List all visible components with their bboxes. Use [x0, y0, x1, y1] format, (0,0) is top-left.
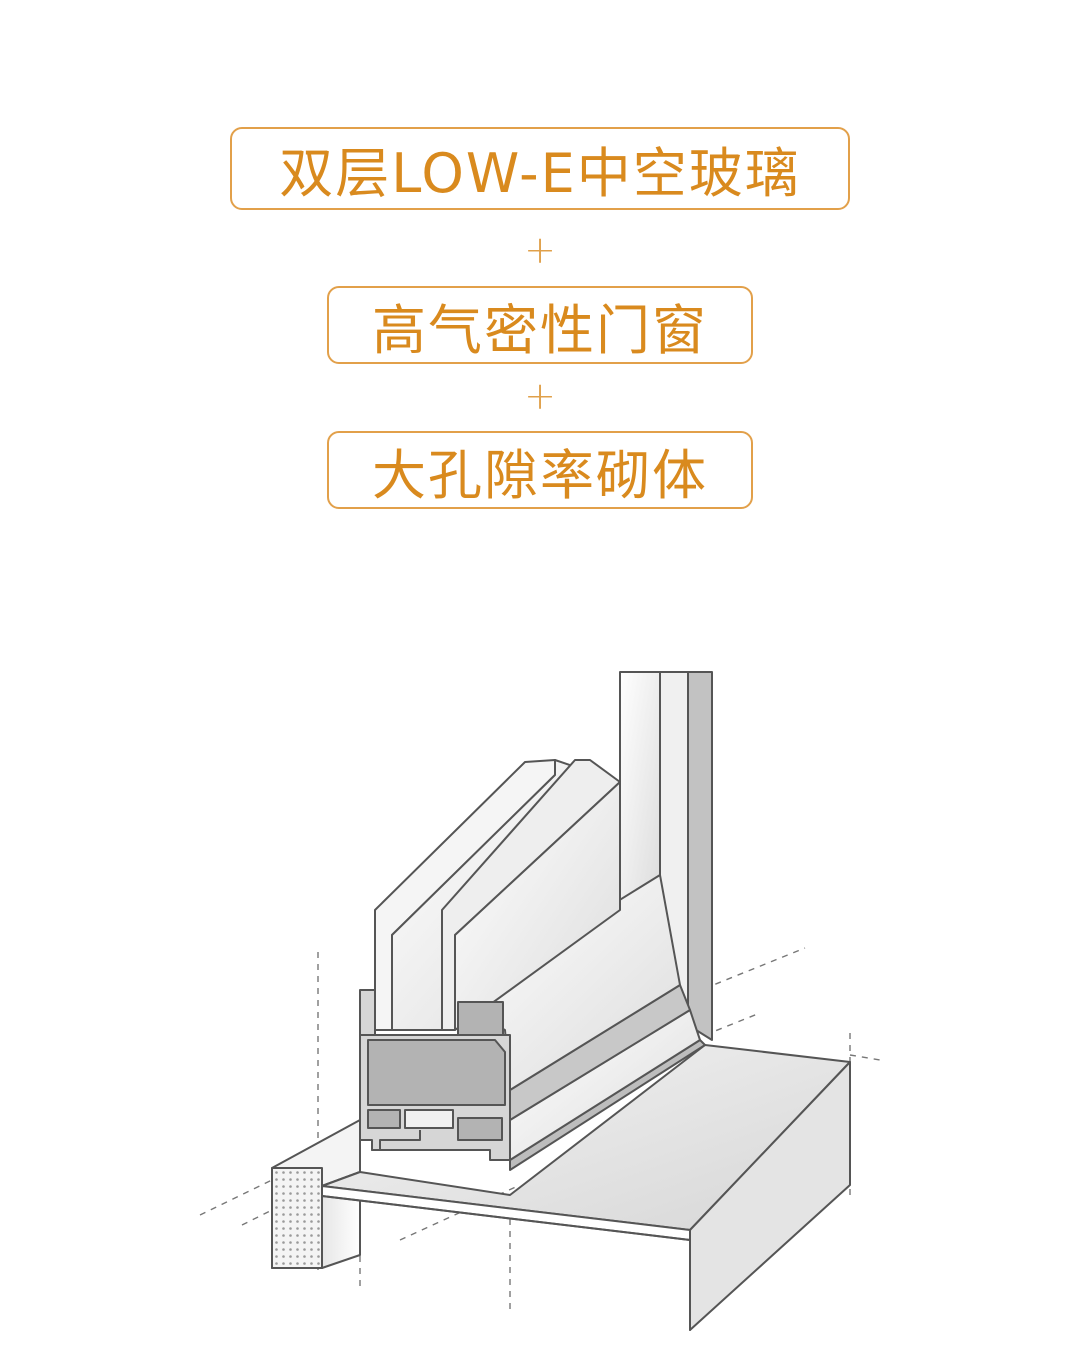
label-low-e-glass: 双层LOW-E中空玻璃	[230, 127, 850, 210]
bottom-rails	[454, 874, 706, 1171]
window-sill	[321, 1044, 851, 1331]
label-airtight-window-text: 高气密性门窗	[372, 298, 708, 362]
plus-sign-1: +	[524, 228, 556, 272]
label-porous-masonry: 大孔隙率砌体	[327, 431, 753, 509]
glass-panes	[374, 759, 621, 1031]
label-low-e-glass-text: 双层LOW-E中空玻璃	[279, 142, 801, 205]
plus-sign-2: +	[524, 374, 556, 418]
label-airtight-window: 高气密性门窗	[327, 286, 753, 364]
label-porous-masonry-text: 大孔隙率砌体	[372, 443, 708, 507]
sash-profile-section	[359, 989, 511, 1161]
